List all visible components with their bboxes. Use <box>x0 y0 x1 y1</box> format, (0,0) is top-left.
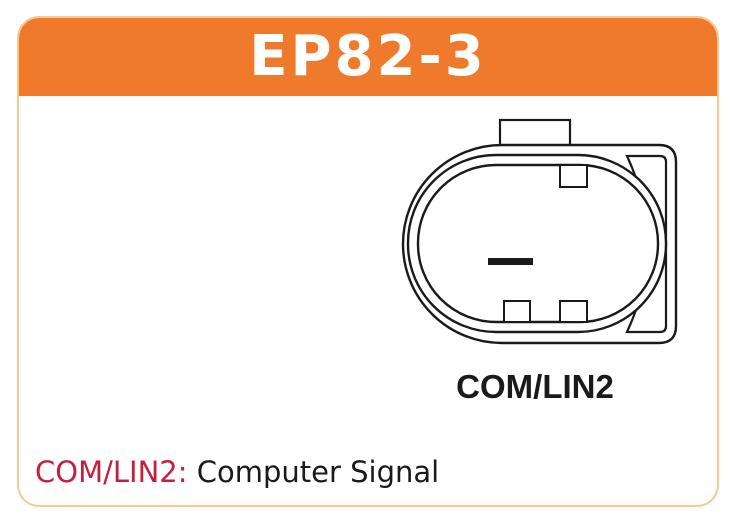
pin-legend: COM/LIN2: Computer Signal <box>35 458 439 487</box>
connector-cavity-top <box>559 164 588 188</box>
connector-cavity-bottom-left <box>503 300 531 323</box>
pin-com-lin2 <box>488 258 533 265</box>
legend-key: COM/LIN2: <box>35 455 188 489</box>
pinout-card: EP82-3 COM/LIN2 COM/LIN2: Computer Signa… <box>17 16 719 507</box>
legend-description: Computer Signal <box>196 455 440 489</box>
header-bar: EP82-3 <box>19 18 717 96</box>
connector-cavity-bottom-right <box>559 300 588 323</box>
connector-key-tab <box>498 118 572 148</box>
connector-oval-face <box>416 163 660 324</box>
part-number-title: EP82-3 <box>249 24 487 89</box>
connector-diagram <box>401 118 678 345</box>
pin-label: COM/LIN2 <box>456 368 614 405</box>
